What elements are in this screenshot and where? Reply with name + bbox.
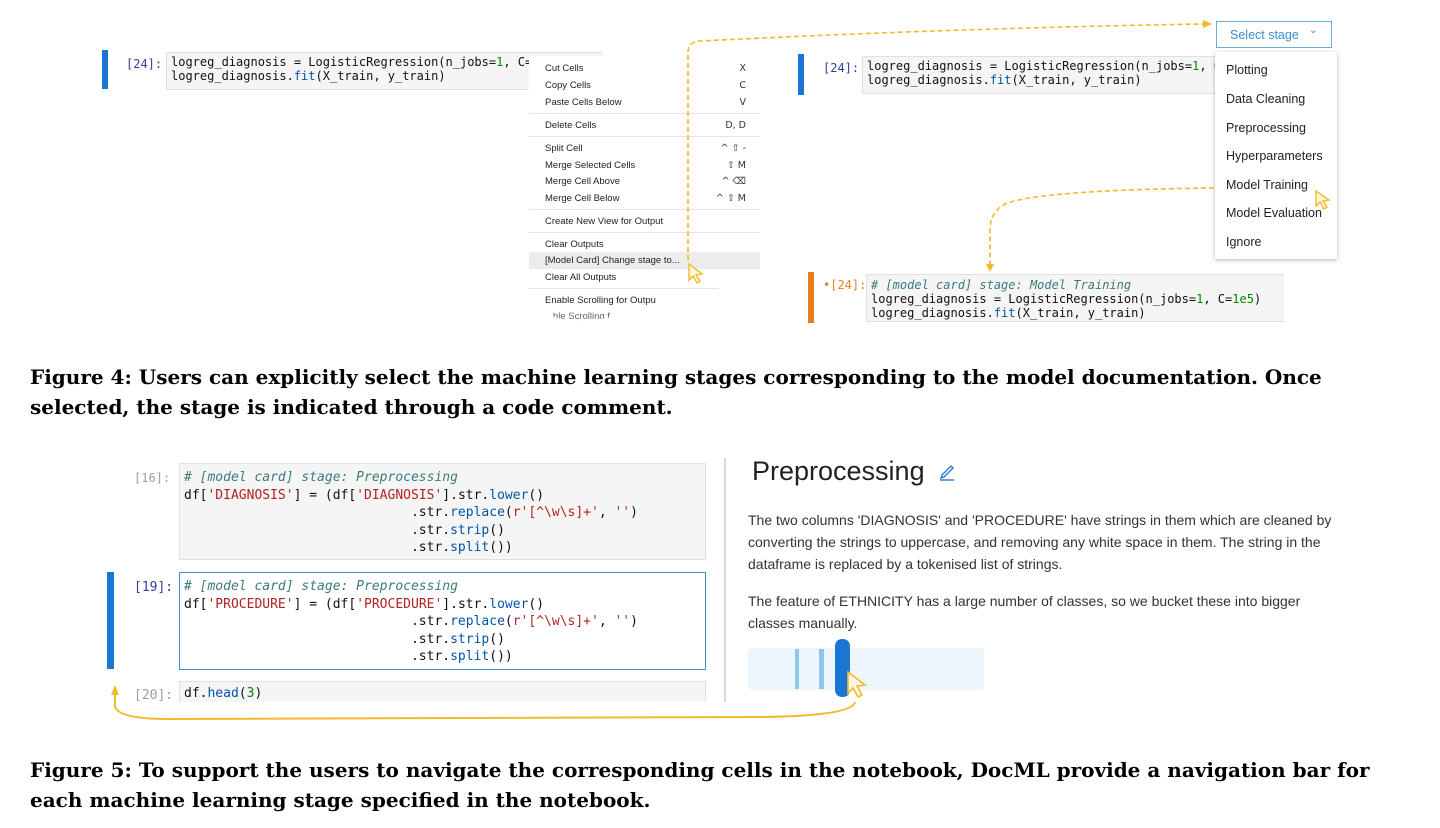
cursor-icon (1315, 189, 1331, 210)
dashed-arrow (687, 23, 1205, 260)
menu-item-merge-cell-above[interactable]: Merge Cell Above (545, 176, 620, 187)
menu-item-clear-all-outputs[interactable]: Clear All Outputs (545, 272, 617, 283)
code-line: .str.split()) (184, 649, 513, 664)
cell-prompt: [19]: (134, 580, 174, 595)
menu-item-delete-cells[interactable]: Delete Cells (545, 120, 597, 131)
stage-dropdown: Plotting Data Cleaning Preprocessing Hyp… (1215, 52, 1337, 259)
code-line: df['DIAGNOSIS'] = (df['DIAGNOSIS'].str.l… (184, 487, 545, 503)
menu-separator (529, 136, 760, 137)
cell-prompt: [16]: (134, 471, 171, 485)
code-line: logreg_diagnosis.fit(X_train, y_train) (867, 73, 1142, 87)
cell-modified-bar (808, 272, 814, 323)
cursor-icon (847, 670, 868, 699)
menu-separator (529, 288, 760, 289)
menu-shortcut: ^ ⇧ M (715, 193, 746, 204)
menu-separator (529, 232, 760, 233)
code-line: logreg_diagnosis = LogisticRegression(n_… (871, 292, 1262, 306)
cell-prompt: [24]: (823, 61, 860, 75)
menu-separator (529, 113, 760, 114)
code-line: logreg_diagnosis = LogisticRegression(n_… (867, 59, 1229, 73)
menu-shortcut: D, D (725, 120, 746, 131)
menu-item-change-stage[interactable]: [Model Card] Change stage to... (545, 255, 680, 266)
code-line: df['PROCEDURE'] = (df['PROCEDURE'].str.l… (184, 596, 545, 612)
pencil-icon[interactable] (938, 457, 956, 488)
flow-arrows (687, 20, 1331, 284)
arrow-head (111, 685, 119, 695)
select-stage-button[interactable]: Select stage ⌄ (1216, 21, 1332, 48)
figure-caption: Figure 5: To support the users to naviga… (30, 758, 1370, 812)
cell-active-bar (107, 572, 114, 669)
nav-marker[interactable] (795, 649, 799, 689)
stage-navigation-bar[interactable] (748, 639, 984, 697)
context-menu: Cut Cells X Copy Cells C Paste Cells Bel… (529, 56, 760, 322)
doc-paragraph: The feature of ETHNICITY has a large num… (748, 593, 1301, 631)
menu-shortcut: ⇧ M (726, 160, 746, 171)
code-cell[interactable]: logreg_diagnosis = LogisticRegression(n_… (862, 56, 1228, 94)
arrow-head (986, 264, 994, 272)
code-cell[interactable]: df.head(3) (179, 681, 706, 702)
cursor-icon (688, 262, 704, 284)
menu-shortcut: ^ ⌫ (721, 176, 746, 187)
figure-caption: Figure 4: Users can explicitly select th… (30, 365, 1322, 419)
menu-shortcut: V (739, 97, 747, 108)
menu-item-create-new-view[interactable]: Create New View for Output (545, 216, 664, 227)
nav-marker-active[interactable] (835, 639, 850, 697)
stage-option-data-cleaning[interactable]: Data Cleaning (1226, 92, 1306, 106)
cell-prompt: [20]: (134, 688, 174, 703)
code-line: logreg_diagnosis.fit(X_train, y_train) (871, 306, 1146, 320)
menu-item-cut-cells[interactable]: Cut Cells (545, 63, 584, 74)
stage-option-model-evaluation[interactable]: Model Evaluation (1226, 206, 1322, 220)
code-line: .str.strip() (184, 522, 505, 538)
code-line: .str.strip() (184, 631, 505, 647)
menu-item-enable-scrolling[interactable]: Enable Scrolling for Outpu (545, 295, 656, 306)
menu-item-merge-selected-cells[interactable]: Merge Selected Cells (545, 160, 636, 171)
menu-shortcut: C (739, 80, 746, 91)
stage-option-hyperparameters[interactable]: Hyperparameters (1226, 149, 1323, 163)
code-comment: # [model card] stage: Preprocessing (184, 579, 458, 594)
cell-prompt: •[24]: (823, 278, 867, 292)
cell-active-bar (102, 50, 108, 89)
stage-option-preprocessing[interactable]: Preprocessing (1226, 121, 1306, 135)
select-stage-label: Select stage (1230, 28, 1299, 42)
doc-paragraph: The two columns 'DIAGNOSIS' and 'PROCEDU… (748, 512, 1332, 572)
cell-prompt: [24]: (126, 57, 163, 71)
code-line: logreg_diagnosis.fit(X_train, y_train) (171, 69, 446, 83)
stage-option-model-training[interactable]: Model Training (1226, 178, 1308, 192)
code-line: .str.split()) (184, 540, 513, 555)
menu-item-disable-scrolling[interactable]: ...ble Scrolling f... (545, 311, 618, 322)
menu-item-copy-cells[interactable]: Copy Cells (545, 80, 591, 91)
menu-separator (529, 209, 760, 210)
dashed-arrow (989, 187, 1215, 264)
chevron-down-icon: ⌄ (1309, 25, 1318, 36)
stage-option-plotting[interactable]: Plotting (1226, 63, 1268, 77)
code-cell[interactable]: # [model card] stage: Preprocessing df['… (179, 463, 706, 560)
stage-option-ignore[interactable]: Ignore (1226, 235, 1262, 249)
code-line: .str.replace(r'[^\w\s]+', '') (184, 505, 638, 520)
curved-arrow (114, 694, 856, 721)
panel-divider (724, 458, 726, 702)
nav-marker[interactable] (819, 649, 824, 689)
arrow-head (1203, 20, 1212, 28)
cell-active-bar (798, 54, 804, 95)
menu-shortcut: X (739, 63, 746, 74)
code-cell-selected[interactable]: # [model card] stage: Preprocessing df['… (179, 572, 706, 670)
code-line: .str.replace(r'[^\w\s]+', '') (184, 614, 638, 629)
doc-heading: Preprocessing (752, 456, 956, 488)
menu-item-highlight (529, 252, 760, 269)
menu-item-split-cell[interactable]: Split Cell (545, 143, 583, 154)
code-comment: # [model card] stage: Model Training (871, 278, 1132, 292)
menu-shortcut: ^ ⇧ - (720, 143, 746, 154)
code-comment: # [model card] stage: Preprocessing (184, 470, 458, 485)
menu-item-merge-cell-below[interactable]: Merge Cell Below (545, 193, 620, 204)
code-cell[interactable]: # [model card] stage: Model Training log… (866, 274, 1284, 322)
menu-item-paste-cells-below[interactable]: Paste Cells Below (545, 97, 622, 108)
menu-item-clear-outputs[interactable]: Clear Outputs (545, 239, 604, 250)
